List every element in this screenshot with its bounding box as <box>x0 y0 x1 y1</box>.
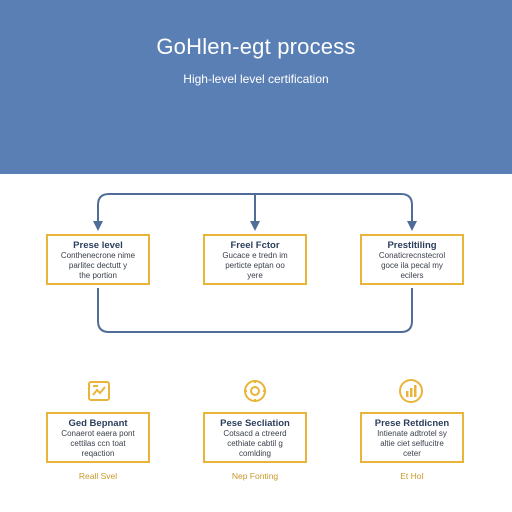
process-box-freel-fctor: Freel Fctor Gucace e tredn im perticte e… <box>203 234 307 285</box>
box-text-line: Conaticrecnstecrol <box>378 251 446 260</box>
page-title: GoHlen-egt process <box>156 34 356 59</box>
caption-nep-fonting: Nep Fonting <box>231 471 279 481</box>
box-text-line: perticte eptan oo <box>225 261 285 270</box>
box-title: Pese Secliation <box>220 418 290 429</box>
process-box-prese-level: Prese level Conthenecrone nime parlitec … <box>46 234 150 285</box>
box-title: Freel Fctor <box>230 240 280 251</box>
box-text-line: cethiate cabtil g <box>227 439 283 448</box>
process-box-prestltiling: Prestltiling Conaticrecnstecrol goce ila… <box>360 234 464 285</box>
gear-chart-icon <box>244 380 266 402</box>
box-text-line: yere <box>247 271 263 280</box>
bar-chart-icon <box>399 379 423 403</box>
box-title: Prestltiling <box>387 240 437 251</box>
box-text-line: Gucace e tredn im <box>222 251 288 260</box>
box-text-line: the portion <box>79 271 117 280</box>
document-chart-icon <box>88 381 110 401</box>
box-text-line: Conthenecrone nime <box>60 251 136 260</box>
box-text-line: ecilers <box>400 271 424 280</box>
bottom-connector <box>97 288 413 333</box>
box-text-line: cettilas ccn toat <box>70 439 126 448</box>
process-box-prese-retdicnen: Prese Retdicnen Intienate adtrotel sy al… <box>360 412 464 463</box>
process-box-ged-bepnant: Ged Bepnant Conaerot eaera pont cettilas… <box>46 412 150 463</box>
box-title: Ged Bepnant <box>68 418 128 429</box>
box-text-line: Intienate adtrotel sy <box>377 429 447 438</box>
box-text-line: Conaerot eaera pont <box>61 429 135 438</box>
header-banner: GoHlen-egt process High-level level cert… <box>0 0 512 174</box>
box-title: Prese Retdicnen <box>374 418 450 429</box>
caption-et-hoi: Et HoI <box>400 471 424 481</box>
caption-reall-svel: Reall Svel <box>78 471 118 481</box>
box-text-line: reqaction <box>81 449 115 458</box>
box-text-line: altie ciet selfucitre <box>380 439 444 448</box>
box-text-line: ceter <box>403 449 421 458</box>
box-text-line: comlding <box>238 449 271 458</box>
box-text-line: parlitec dectutt y <box>68 261 128 270</box>
process-box-pese-secliation: Pese Secliation Cotsacd a ctreerd cethia… <box>203 412 307 463</box>
box-text-line: goce ila pecal my <box>381 261 443 270</box>
box-text-line: Cotsacd a ctreerd <box>223 429 287 438</box>
box-title: Prese level <box>73 240 123 251</box>
page-subtitle: High-level level certification <box>183 72 329 86</box>
